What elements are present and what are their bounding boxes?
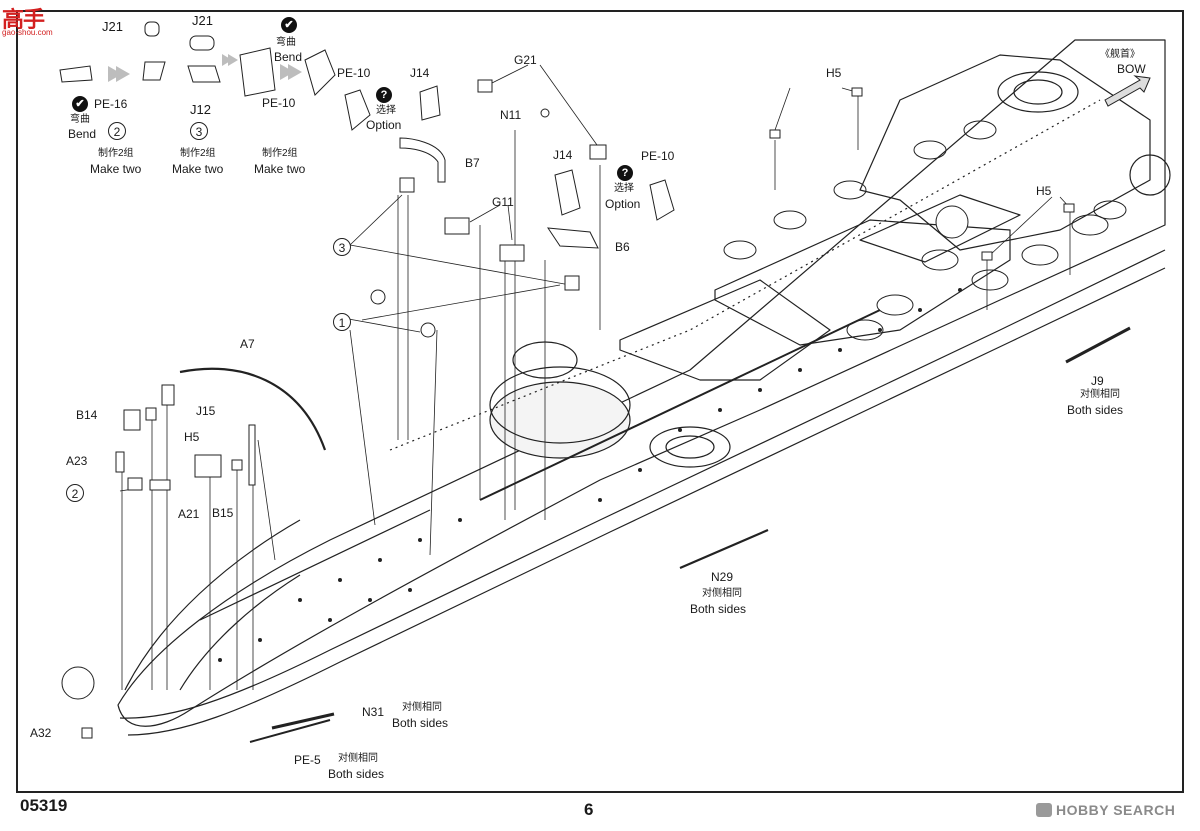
both-sides-zh-J9: 对侧相同: [1080, 389, 1120, 400]
watermark-bottom-text: HOBBY SEARCH: [1056, 802, 1176, 818]
label-H5-c: H5: [184, 430, 200, 444]
callout-3: 3: [333, 238, 351, 256]
label-B14: B14: [76, 408, 98, 422]
label-G11: G11: [492, 195, 514, 209]
make-two-en-3: Make two: [254, 162, 306, 176]
detail-circle-A32: [61, 666, 95, 700]
part-A7: [179, 367, 327, 451]
label-G21: G21: [514, 53, 537, 67]
label-B6: B6: [615, 240, 630, 254]
option-en-2: Option: [605, 197, 641, 211]
deck-panel-aft: [714, 219, 1011, 346]
part-N31: [271, 712, 335, 730]
part-PE5: [249, 719, 331, 743]
bow-en: BOW: [1117, 62, 1146, 76]
label-H5-a: H5: [826, 66, 842, 80]
option-icon-2: ?: [617, 165, 633, 181]
watermark-top-sub: gao-shou.com: [2, 28, 53, 37]
label-A23: A23: [66, 454, 88, 468]
both-sides-en-N31: Both sides: [392, 716, 449, 730]
label-J14-b: J14: [553, 148, 573, 162]
label-J21-a: J21: [102, 19, 123, 34]
label-B7: B7: [465, 156, 480, 170]
bend-zh-2: 弯曲: [276, 37, 296, 48]
label-J12: J12: [190, 102, 211, 117]
label-PE10-c: PE-10: [641, 149, 675, 163]
option-zh-1: 选择: [376, 105, 396, 116]
callout-2-inset: 2: [108, 122, 126, 140]
make-two-zh-2: 制作2组: [180, 148, 216, 159]
bend-icon-2: ✔: [281, 17, 297, 33]
bend-en-1: Bend: [68, 127, 97, 141]
hull-side-band: [119, 249, 1166, 719]
label-A32: A32: [30, 726, 52, 740]
option-en-1: Option: [366, 118, 402, 132]
callout-3-inset: 3: [190, 122, 208, 140]
both-sides-en-J9: Both sides: [1067, 403, 1124, 417]
process-arrow-1: [108, 66, 130, 82]
both-sides-zh-PE5: 对侧相同: [338, 753, 378, 764]
instruction-frame: [16, 10, 1184, 793]
callout-2: 2: [66, 484, 84, 502]
both-sides-en-PE5: Both sides: [328, 767, 385, 781]
make-two-en-2: Make two: [172, 162, 224, 176]
label-J9: J9: [1091, 374, 1104, 388]
label-N31: N31: [362, 705, 385, 719]
label-N11: N11: [500, 108, 522, 122]
hull-outline: [117, 39, 1166, 727]
make-two-en-1: Make two: [90, 162, 142, 176]
label-A7: A7: [240, 337, 255, 351]
label-J15: J15: [196, 404, 216, 418]
deck-panel-mid: [619, 279, 831, 381]
both-sides-zh-N31: 对侧相同: [402, 702, 442, 713]
label-B15: B15: [212, 506, 234, 520]
make-two-zh-1: 制作2组: [98, 148, 134, 159]
both-sides-en-N29: Both sides: [690, 602, 747, 616]
label-PE16: PE-16: [94, 97, 128, 111]
forecastle-edge: [124, 519, 301, 691]
label-PE5: PE-5: [294, 753, 321, 767]
watermark-top: 高手: [2, 7, 45, 32]
callout-1: 1: [333, 313, 351, 331]
watermark-bottom: HOBBY SEARCH: [1036, 802, 1175, 818]
turret-barbette-1: [489, 381, 631, 459]
label-A21: A21: [178, 507, 200, 521]
option-icon-1: ?: [376, 87, 392, 103]
page-number: 6: [584, 800, 594, 819]
label-J21-b: J21: [192, 13, 213, 28]
option-zh-2: 选择: [614, 183, 634, 194]
label-PE10-b: PE-10: [337, 66, 371, 80]
label-PE10-a: PE-10: [262, 96, 296, 110]
part-N29: [679, 528, 769, 570]
hobby-search-logo-icon: [1036, 803, 1052, 817]
bend-icon: ✔: [72, 96, 88, 112]
label-N29: N29: [711, 570, 734, 584]
bow-arrow: [1104, 75, 1151, 107]
both-sides-zh-N29: 对侧相同: [702, 588, 742, 599]
bow-zh: 《舰首》: [1100, 49, 1140, 60]
make-two-zh-3: 制作2组: [262, 148, 298, 159]
part-icon-J21: [144, 21, 160, 37]
product-code: 05319: [20, 796, 68, 815]
label-J14-a: J14: [410, 66, 430, 80]
bend-zh-1: 弯曲: [70, 114, 90, 125]
part-J9: [1065, 326, 1131, 364]
bend-en-2: Bend: [274, 50, 303, 64]
label-H5-b: H5: [1036, 184, 1052, 198]
